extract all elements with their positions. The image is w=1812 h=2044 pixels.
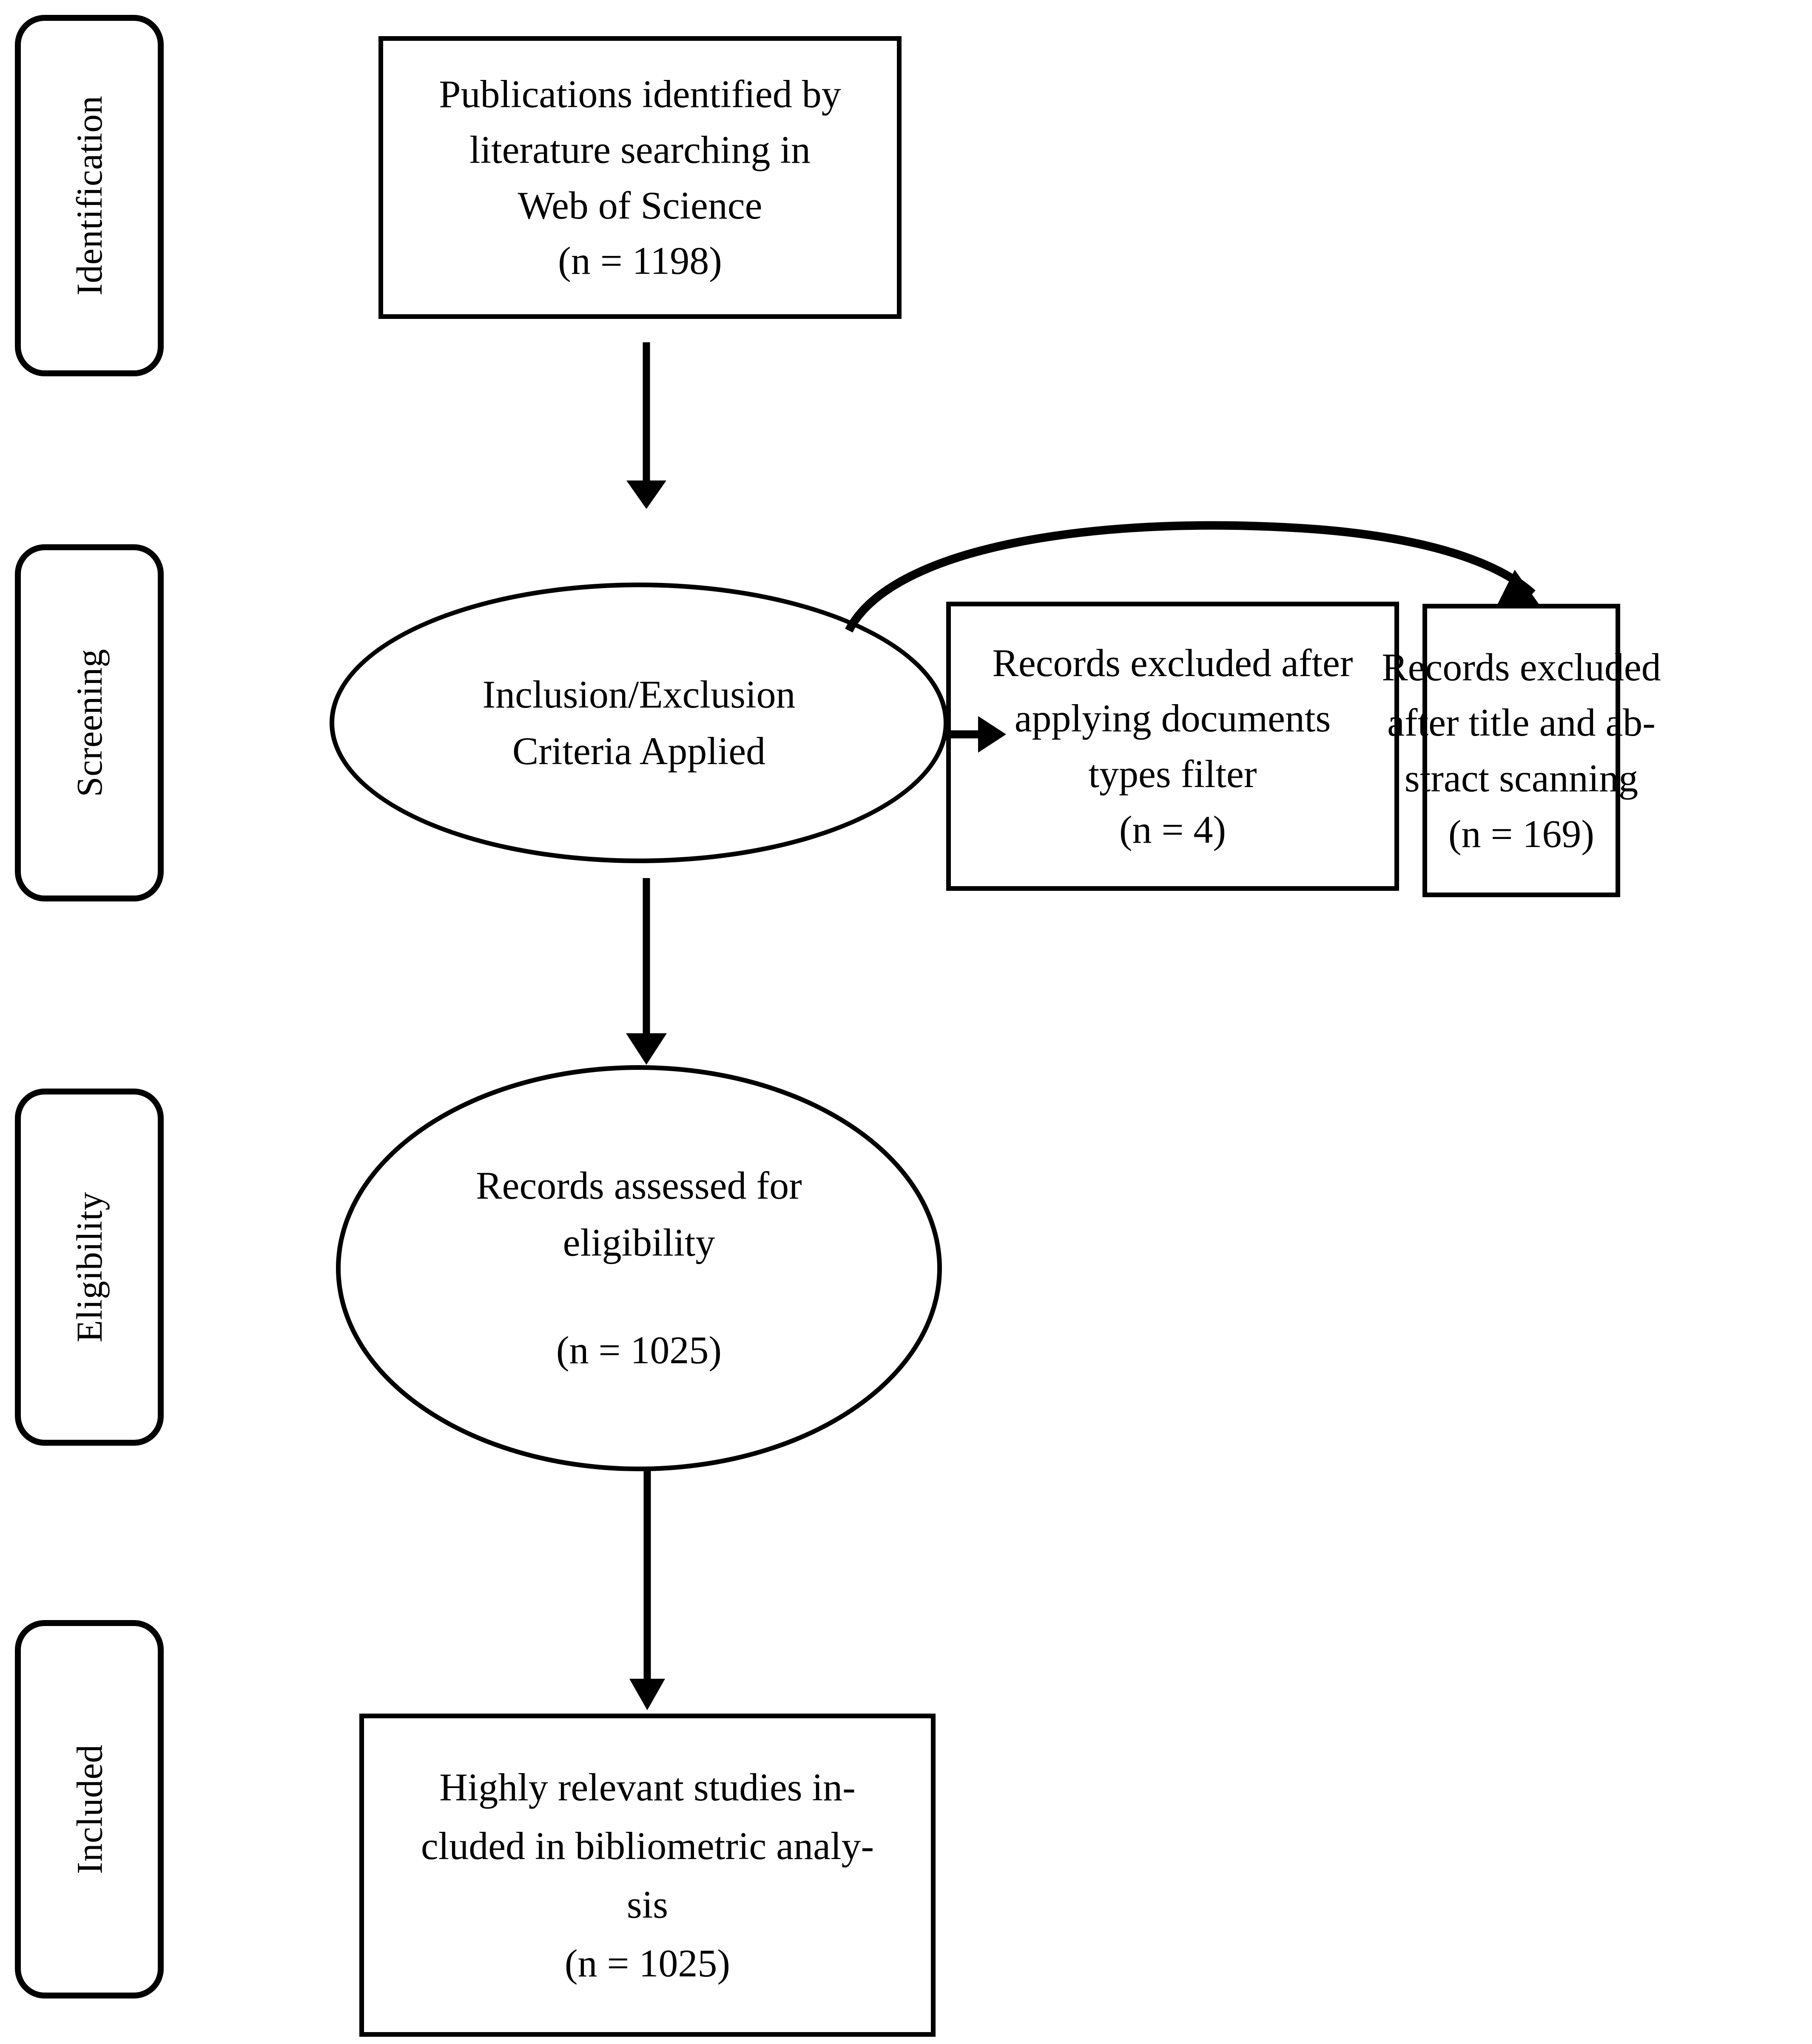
arrow-criteria-to-eligibility <box>626 878 667 1065</box>
node-inclusion-exclusion-criteria: Inclusion/Exclusion Criteria Applied <box>330 583 948 863</box>
node-included-studies-line1: Highly relevant studies in- <box>439 1765 856 1809</box>
stage-label-included: Included <box>15 1620 164 1999</box>
node-records-excluded-title-abstract-line2: after title and ab- <box>1387 701 1656 745</box>
node-records-excluded-document-types-count: (n = 4) <box>1119 807 1226 851</box>
node-inclusion-exclusion-criteria-line2: Criteria Applied <box>512 729 766 773</box>
node-included-studies: Highly relevant studies in- cluded in bi… <box>359 1714 936 2037</box>
node-records-assessed-eligibility: Records assessed for eligibility (n = 10… <box>336 1065 942 1471</box>
node-inclusion-exclusion-criteria-line1: Inclusion/Exclusion <box>482 672 796 716</box>
node-records-excluded-document-types-line2: applying documents <box>1014 696 1331 740</box>
stage-label-screening: Screening <box>15 544 164 901</box>
stage-label-screening-text: Screening <box>69 648 110 797</box>
node-included-studies-count: (n = 1025) <box>564 1942 731 1985</box>
stage-label-identification: Identification <box>15 15 164 376</box>
stage-label-identification-text: Identification <box>69 95 110 296</box>
node-records-excluded-document-types: Records excluded after applying document… <box>946 602 1399 891</box>
node-records-excluded-title-abstract-line3: stract scanning <box>1404 756 1638 800</box>
node-records-assessed-eligibility-line1: Records assessed for <box>476 1164 802 1208</box>
node-publications-identified: Publications identified by literature se… <box>378 36 902 319</box>
node-records-assessed-eligibility-line2: eligibility <box>563 1220 715 1264</box>
node-publications-identified-line2: literature searching in <box>469 128 811 171</box>
node-records-assessed-eligibility-count: (n = 1025) <box>556 1328 722 1372</box>
stage-label-eligibility: Eligibility <box>15 1089 164 1446</box>
node-records-excluded-title-abstract-count: (n = 169) <box>1448 812 1595 856</box>
arrow-identified-to-criteria <box>626 342 666 509</box>
node-records-excluded-document-types-line1: Records excluded after <box>992 641 1353 685</box>
node-records-excluded-title-abstract: Records excluded after title and ab- str… <box>1382 604 1661 897</box>
node-included-studies-line2: cluded in bibliometric analy- <box>421 1824 874 1868</box>
node-records-excluded-document-types-line3: types filter <box>1088 752 1257 796</box>
node-publications-identified-count: (n = 1198) <box>558 239 722 283</box>
stage-label-eligibility-text: Eligibility <box>69 1191 110 1343</box>
node-included-studies-line3: sis <box>626 1883 668 1926</box>
node-records-excluded-title-abstract-line1: Records excluded <box>1382 645 1661 689</box>
arrow-eligibility-to-included <box>629 1469 665 1710</box>
node-publications-identified-line1: Publications identified by <box>439 72 841 116</box>
stage-label-included-text: Included <box>69 1744 110 1874</box>
node-publications-identified-line3: Web of Science <box>518 183 762 227</box>
